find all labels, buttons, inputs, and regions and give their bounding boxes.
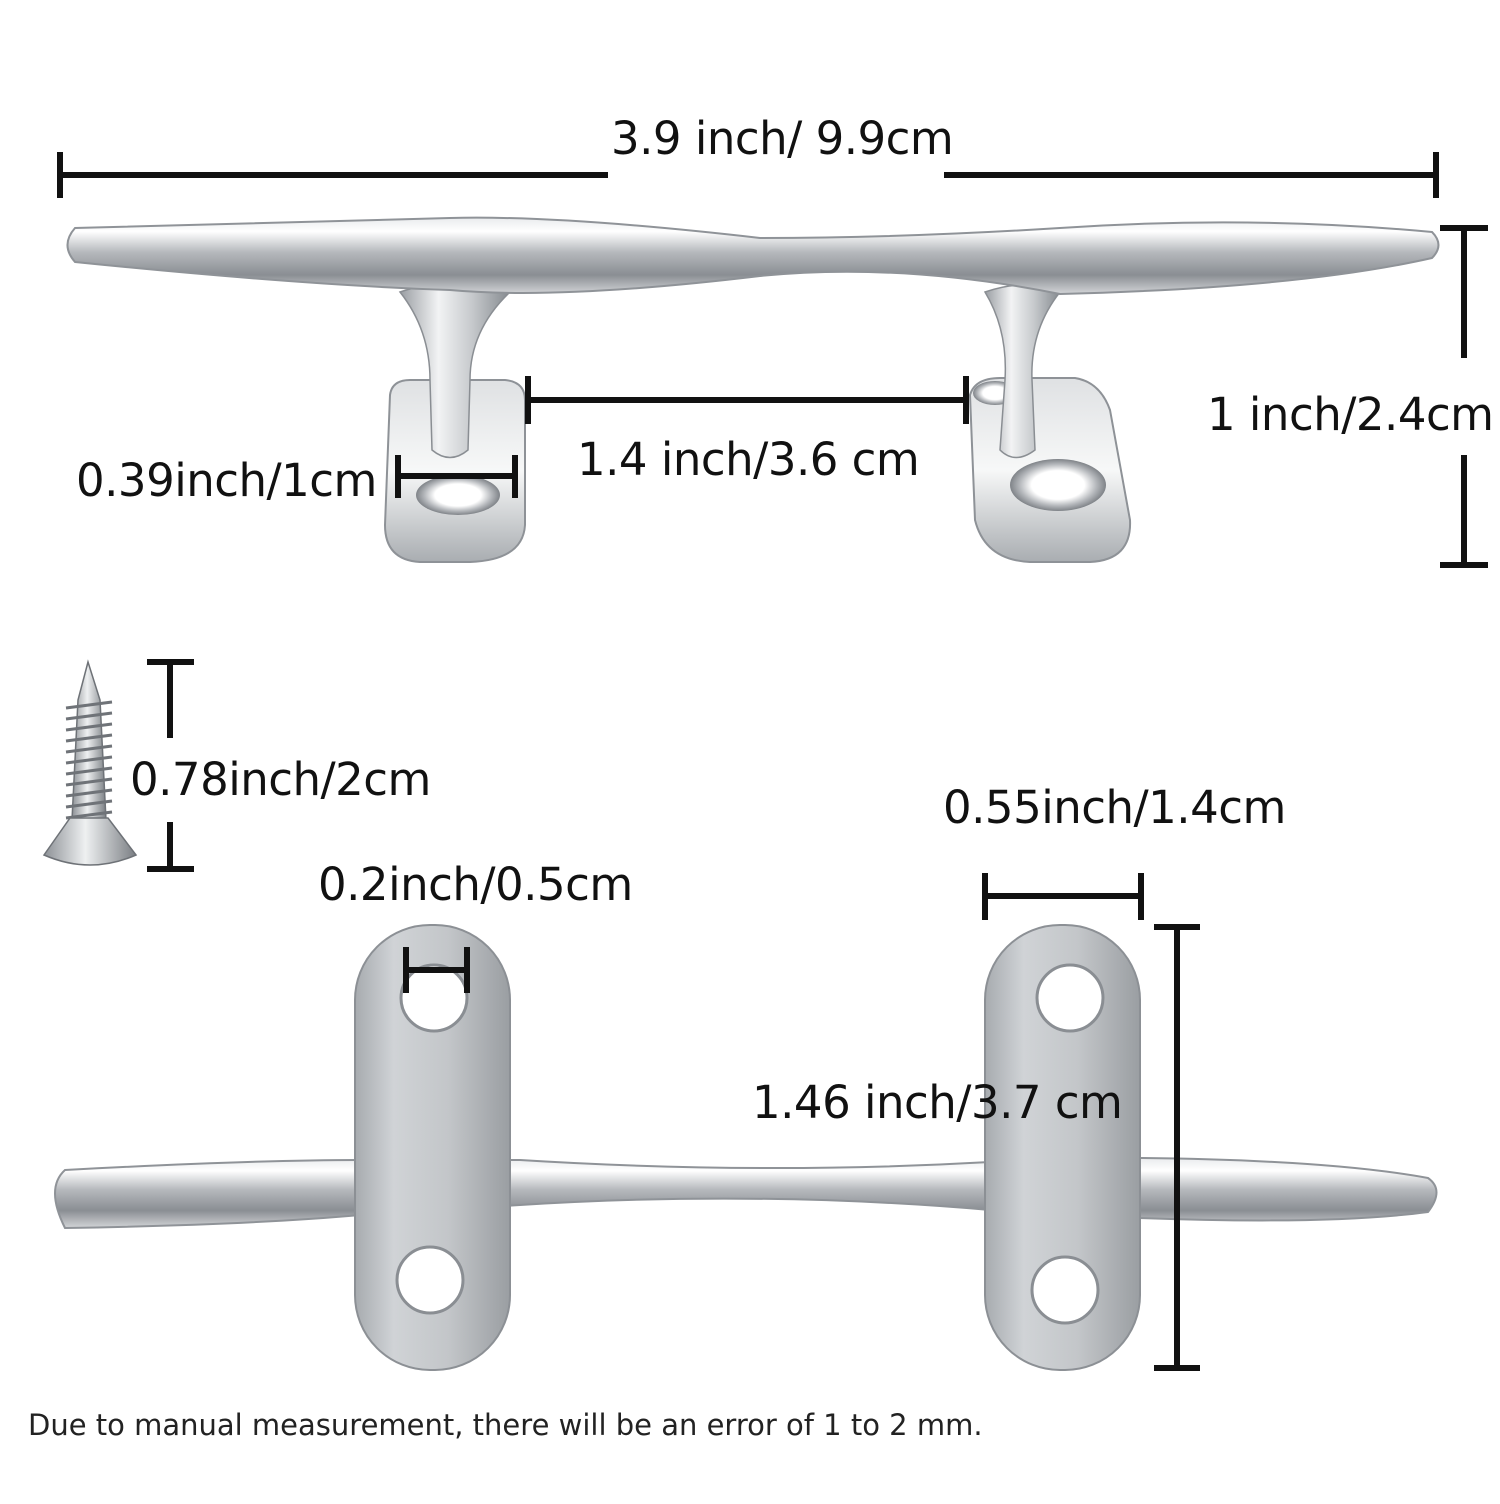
screw-thread: [65, 744, 113, 754]
hole-diameter-label: 0.2inch/0.5cm: [318, 858, 633, 911]
height-line: [1440, 225, 1488, 568]
screw-length-label: 0.78inch/2cm: [130, 753, 431, 806]
screw-thread: [65, 810, 113, 820]
plate-length-label: 1.46 inch/3.7 cm: [752, 1076, 1123, 1129]
screw-length-line: [147, 659, 194, 872]
screw-thread: [65, 722, 113, 732]
right-plate-top-hole: [1035, 963, 1105, 1033]
left-base-foot: [383, 379, 526, 563]
plate-length-line: [1154, 924, 1200, 1371]
dimension-lines: [57, 152, 1488, 1371]
left-plate-bottom-hole: [395, 1245, 465, 1315]
overall-length-line: [57, 152, 1439, 198]
screw-thread: [65, 777, 113, 787]
screw-thread: [65, 733, 113, 743]
right-base-plate: [984, 924, 1141, 1371]
base-width-label: 0.39inch/1cm: [76, 454, 377, 507]
screw-thread: [65, 755, 113, 765]
right-base-hole: [1010, 459, 1106, 511]
screw-thread: [65, 799, 113, 809]
screw-thread: [65, 766, 113, 776]
left-base-hole: [416, 475, 500, 515]
measurement-note: Due to manual measurement, there will be…: [28, 1408, 983, 1442]
inner-span-line: [525, 376, 969, 424]
screw-thread: [65, 700, 113, 710]
left-base-plate: [354, 924, 511, 1371]
height-label: 1 inch/2.4cm: [1207, 388, 1494, 441]
overall-length-label: 3.9 inch/ 9.9cm: [611, 112, 954, 165]
cleat-top-view: [54, 924, 1438, 1371]
bottom-horn: [54, 1156, 1438, 1230]
top-horn: [66, 216, 1440, 296]
right-plate-bottom-hole: [1030, 1255, 1100, 1325]
left-plate-top-hole: [399, 963, 469, 1033]
inner-span-label: 1.4 inch/3.6 cm: [577, 433, 920, 486]
screw-threads: [65, 700, 113, 820]
cleat-side-view: [66, 216, 1440, 563]
plate-width-label: 0.55inch/1.4cm: [943, 781, 1286, 834]
base-width-line: [395, 455, 518, 498]
screw-head: [42, 817, 138, 866]
plate-width-line: [982, 873, 1144, 920]
screw-thread: [65, 788, 113, 798]
screw-thread: [65, 711, 113, 721]
hole-diameter-line: [403, 947, 470, 993]
screw-illustration: [42, 659, 138, 866]
